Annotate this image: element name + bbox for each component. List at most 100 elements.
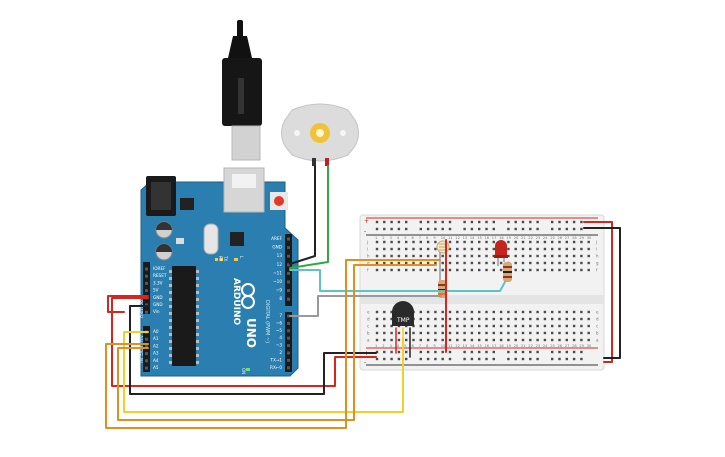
header-socket[interactable] <box>145 359 148 363</box>
pin-label: 12 <box>277 262 283 267</box>
wire-teal-pin12[interactable] <box>289 269 506 292</box>
breadboard-hole <box>419 331 422 335</box>
header-socket[interactable] <box>287 289 290 293</box>
breadboard-hole <box>383 240 386 244</box>
header-socket[interactable] <box>287 351 290 355</box>
column-number: 24 <box>543 236 548 240</box>
digital-header-bottom <box>285 312 292 372</box>
header-socket[interactable] <box>145 274 148 278</box>
header-socket[interactable] <box>287 280 290 284</box>
header-socket[interactable] <box>145 352 148 356</box>
header-socket[interactable] <box>287 329 290 333</box>
breadboard[interactable]: + - + - 11223344556677889910101111121213… <box>359 214 605 371</box>
crystal-oscillator <box>203 223 219 255</box>
breadboard-hole <box>565 338 568 342</box>
breadboard-hole <box>521 261 525 265</box>
breadboard-hole <box>426 338 430 342</box>
breadboard-hole <box>456 254 459 258</box>
column-number: 28 <box>572 236 577 240</box>
breadboard-hole <box>565 324 568 328</box>
reset-button[interactable] <box>274 196 284 206</box>
column-number: 15 <box>477 236 482 240</box>
wire-orange-a3[interactable] <box>117 264 437 421</box>
header-socket[interactable] <box>287 336 290 340</box>
breadboard-hole <box>507 247 510 251</box>
header-socket[interactable] <box>145 337 148 341</box>
pin-label: 5V <box>153 288 159 293</box>
breadboard-hole <box>580 254 583 258</box>
breadboard-hole <box>448 268 452 272</box>
header-socket[interactable] <box>145 289 148 293</box>
breadboard-hole <box>478 247 481 251</box>
breadboard-hole <box>521 240 525 244</box>
wires <box>105 165 621 429</box>
resistor-led[interactable] <box>503 262 512 282</box>
chip-pin <box>196 319 199 322</box>
red-led[interactable] <box>494 240 508 266</box>
header-socket[interactable] <box>287 263 290 267</box>
header-socket[interactable] <box>287 246 290 250</box>
breadboard-hole <box>375 247 379 251</box>
breadboard-hole <box>390 338 393 342</box>
breadboard-hole <box>470 331 474 335</box>
rail-hole <box>529 350 532 354</box>
led-l-label: L <box>239 256 244 259</box>
column-number: 26 <box>558 344 563 348</box>
dc-motor[interactable] <box>281 103 359 166</box>
rail-hole <box>463 220 466 224</box>
wire-motor-black[interactable] <box>289 165 316 265</box>
wire-rail-black[interactable] <box>583 227 621 359</box>
usb-cable[interactable] <box>222 20 262 161</box>
header-socket[interactable] <box>145 281 148 285</box>
header-socket[interactable] <box>145 310 148 314</box>
wire-yellow-a0[interactable] <box>123 331 404 413</box>
header-socket[interactable] <box>145 366 148 370</box>
wire-red-5v-stub[interactable] <box>107 295 149 313</box>
breadboard-hole <box>529 254 532 258</box>
breadboard-hole <box>551 254 554 258</box>
breadboard-hole <box>419 310 422 314</box>
wire-gray-pin8[interactable] <box>289 295 442 317</box>
rail-hole <box>390 220 393 224</box>
header-socket[interactable] <box>145 344 148 348</box>
breadboard-hole <box>383 331 386 335</box>
breadboard-hole <box>521 331 525 335</box>
header-socket[interactable] <box>287 314 290 318</box>
rail-hole <box>419 227 422 231</box>
pin-label: ~5 <box>276 328 283 333</box>
header-socket[interactable] <box>287 366 290 370</box>
wire-red-5v[interactable] <box>111 297 377 387</box>
header-socket[interactable] <box>145 267 148 271</box>
wire-black-gnd[interactable] <box>129 305 377 395</box>
wire-rail-red[interactable] <box>583 221 613 363</box>
breadboard-hole <box>551 268 554 272</box>
header-socket[interactable] <box>287 271 290 275</box>
rail-hole <box>565 357 568 361</box>
breadboard-hole <box>499 338 503 342</box>
header-socket[interactable] <box>287 358 290 362</box>
rail-hole <box>441 357 444 361</box>
breadboard-hole <box>521 317 525 321</box>
header-socket[interactable] <box>287 321 290 325</box>
chip-pin <box>196 291 199 294</box>
column-number: 3 <box>390 344 392 348</box>
column-number: 6 <box>412 236 415 240</box>
breadboard-hole <box>434 331 437 335</box>
header-socket[interactable] <box>287 254 290 258</box>
temperature-sensor[interactable]: TMP <box>392 301 414 326</box>
wire-orange-a2[interactable] <box>105 259 441 429</box>
header-socket[interactable] <box>287 237 290 241</box>
breadboard-hole <box>572 324 576 328</box>
rail-hole <box>375 227 379 231</box>
header-socket[interactable] <box>287 297 290 301</box>
resistor-band <box>438 293 447 295</box>
pin-label: 3.3V <box>153 280 163 285</box>
header-socket[interactable] <box>287 344 290 348</box>
breadboard-hole <box>529 261 532 265</box>
analog-header-label: ANALOG IN <box>137 335 143 363</box>
wire-motor-green[interactable] <box>289 165 329 269</box>
breadboard-hole <box>572 338 576 342</box>
capacitor-2-band <box>156 244 172 252</box>
